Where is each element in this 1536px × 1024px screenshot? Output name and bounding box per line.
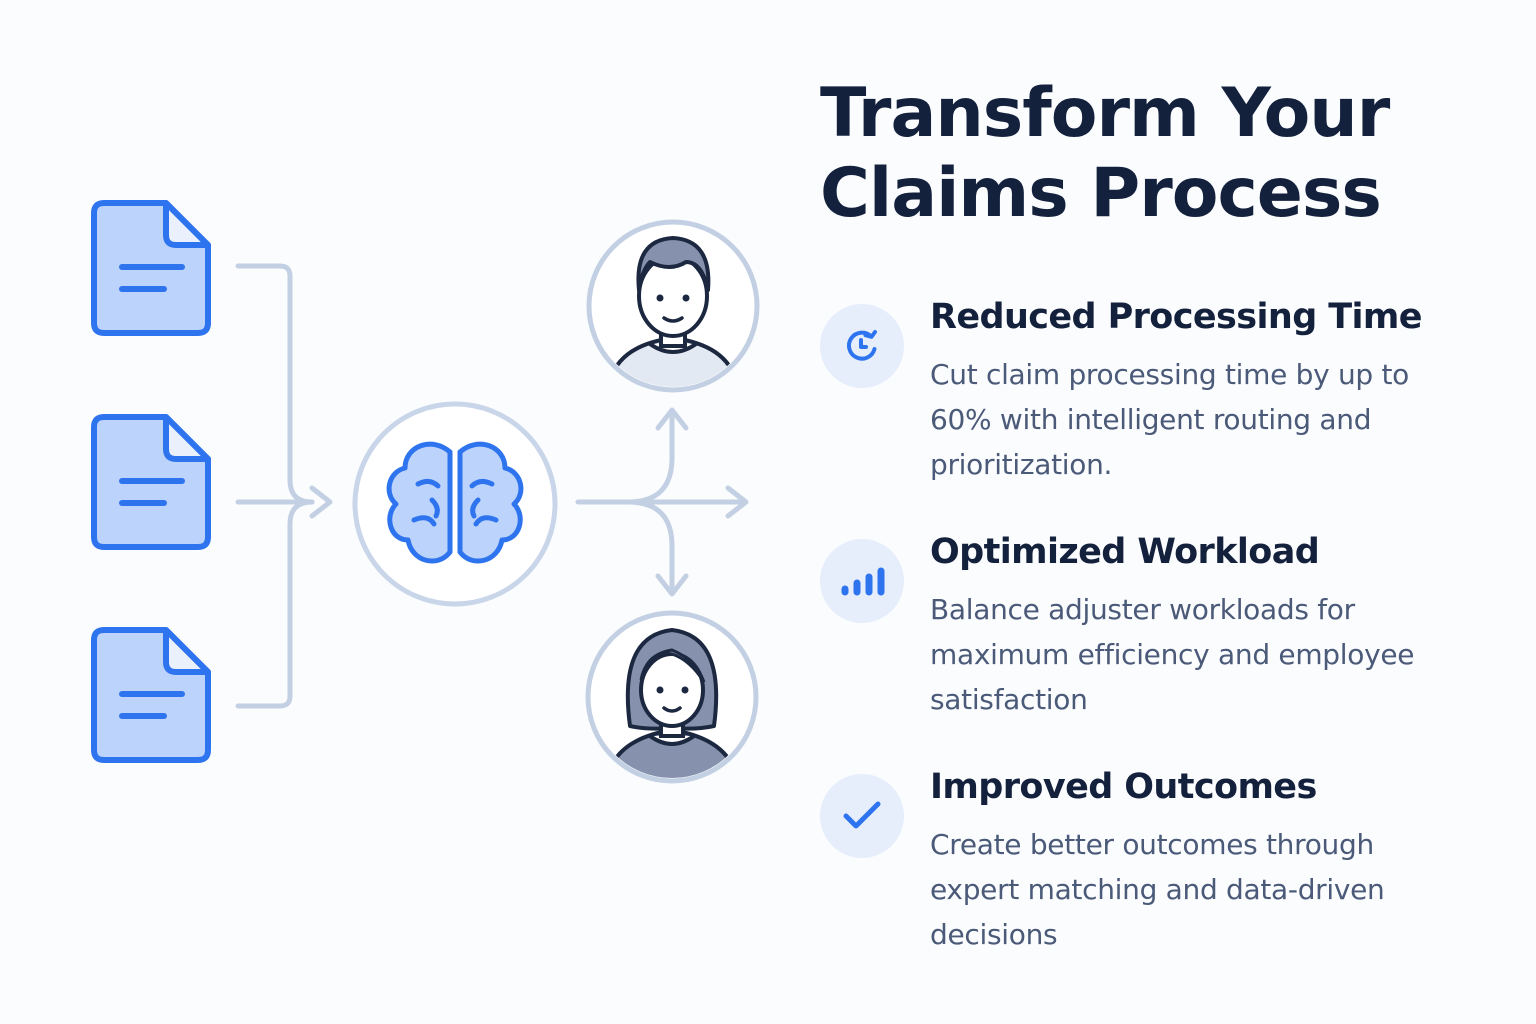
connector-to-top-adjuster (625, 413, 675, 505)
feature-icon-badge (820, 774, 904, 858)
down-arrowhead (655, 573, 689, 597)
input-arrowhead (309, 485, 333, 519)
up-arrowhead (655, 407, 689, 431)
feature-description: Cut claim processing time by up to 60% w… (930, 358, 1409, 481)
bar-chart-icon (841, 567, 885, 596)
document-icon (91, 627, 211, 763)
clock-icon (846, 330, 877, 361)
checkmark-icon (843, 801, 881, 829)
page-title: Transform Your Claims Process (820, 74, 1520, 234)
feature-title: Reduced Processing Time (930, 297, 1423, 337)
document-icon (91, 200, 211, 336)
brain-processor (352, 401, 558, 607)
connector-bottom (235, 499, 315, 709)
document-icon (91, 414, 211, 550)
feature-title: Optimized Workload (930, 532, 1320, 572)
brain-icon (386, 441, 524, 564)
right-arrowhead (725, 485, 749, 519)
male-adjuster-avatar (586, 219, 760, 393)
claims-flow-diagram (91, 200, 760, 784)
feature-description: Balance adjuster workloads for maximum e… (930, 593, 1415, 716)
female-adjuster-avatar (585, 610, 759, 784)
feature-icon-badge (820, 539, 904, 623)
feature-icon-badge (820, 304, 904, 388)
connector-top (235, 263, 315, 505)
connector-to-bottom-adjuster (625, 499, 675, 591)
output-connectors (575, 407, 749, 597)
title-line-2: Claims Process (820, 154, 1382, 233)
input-connectors (235, 263, 333, 709)
feature-description: Create better outcomes through expert ma… (930, 828, 1385, 951)
title-line-1: Transform Your (820, 74, 1390, 153)
feature-title: Improved Outcomes (930, 767, 1317, 807)
